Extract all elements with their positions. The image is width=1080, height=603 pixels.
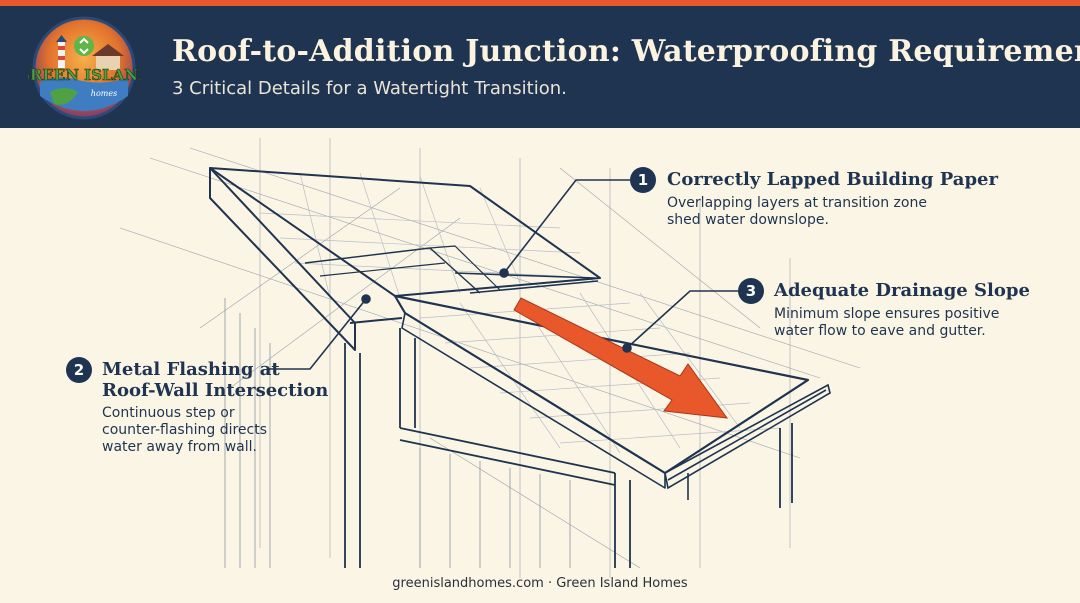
header-banner: GREEN ISLAND homes Roof-to-Addition Junc…: [0, 6, 1080, 128]
leader-line-2: [268, 294, 371, 370]
gutter: [664, 383, 831, 500]
top-accent-stripe: [0, 0, 1080, 6]
callout-2-description-line-2: counter-flashing directs: [102, 422, 268, 438]
wall-structure: [344, 328, 793, 568]
callout-3-description-line-1: Minimum slope ensures positive: [774, 306, 1000, 322]
construction-grid-lines: [119, 138, 861, 578]
callout-1-title: Correctly Lapped Building Paper: [667, 169, 998, 190]
logo-text: GREEN ISLAND: [28, 66, 140, 84]
callout-3-number-badge: 3: [738, 278, 764, 304]
wall-siding-lines: [224, 298, 571, 568]
callout-3-title: Adequate Drainage Slope: [774, 280, 1030, 301]
callout-3-description-line-2: water flow to eave and gutter.: [774, 323, 986, 339]
callout-1-number-badge: 1: [630, 167, 656, 193]
leader-line-3: [622, 290, 738, 353]
callout-1-description-line-2: shed water downslope.: [667, 212, 829, 228]
leader-line-1: [499, 179, 630, 278]
main-roof-shingles: [259, 172, 601, 299]
green-island-homes-logo: GREEN ISLAND homes: [28, 16, 140, 120]
callout-2-title-line-1: Metal Flashing at: [102, 359, 280, 380]
page-subtitle: 3 Critical Details for a Watertight Tran…: [172, 78, 567, 99]
callout-1-description-line-1: Overlapping layers at transition zone: [667, 195, 927, 211]
callout-2-number-badge: 2: [66, 357, 92, 383]
drainage-arrow: [513, 297, 729, 419]
callout-2-description-line-3: water away from wall.: [102, 439, 257, 455]
page-title: Roof-to-Addition Junction: Waterproofing…: [172, 34, 1080, 69]
addition-roof-shingles: [419, 292, 781, 454]
callout-2-description-line-1: Continuous step or: [102, 405, 235, 421]
building-paper-layer: [454, 272, 599, 294]
callout-2-title-line-2: Roof-Wall Intersection: [102, 380, 329, 401]
roof-junction-diagram: [119, 138, 861, 578]
logo-subtext: homes: [91, 89, 117, 98]
footer-credit: greenislandhomes.com · Green Island Home…: [392, 576, 688, 591]
